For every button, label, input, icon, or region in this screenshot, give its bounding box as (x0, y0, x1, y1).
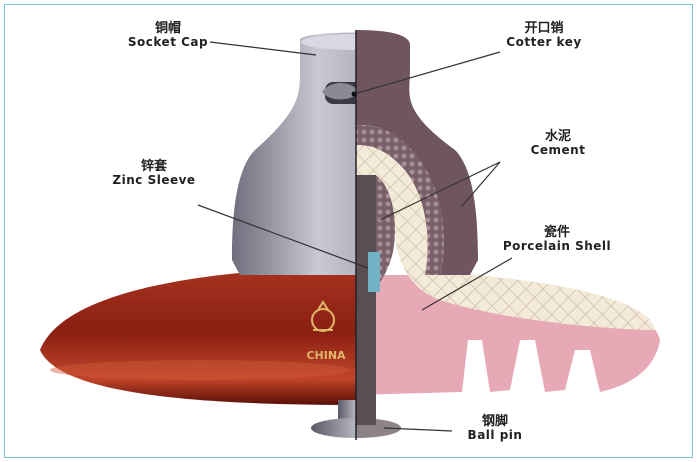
label-cn: 瓷件 (495, 226, 619, 240)
label-en: Cotter key (498, 36, 590, 49)
label-en: Ball pin (455, 429, 535, 442)
label-en: Porcelain Shell (495, 240, 619, 253)
label-cn: 铜帽 (120, 22, 216, 36)
label-cn: 锌套 (104, 160, 204, 174)
label-en: Cement (523, 144, 593, 157)
label-en: Socket Cap (120, 36, 216, 49)
label-cement: 水泥 Cement (523, 130, 593, 157)
logo-text: CHINA (306, 349, 346, 362)
label-cn: 水泥 (523, 130, 593, 144)
label-en: Zinc Sleeve (104, 174, 204, 187)
label-socket-cap: 铜帽 Socket Cap (120, 22, 216, 49)
zinc-sleeve (368, 252, 380, 292)
label-zinc-sleeve: 锌套 Zinc Sleeve (104, 160, 204, 187)
label-cn: 钢脚 (455, 415, 535, 429)
label-cotter-key: 开口销 Cotter key (498, 22, 590, 49)
label-cn: 开口销 (498, 22, 590, 36)
label-porcelain-shell: 瓷件 Porcelain Shell (495, 226, 619, 253)
label-ball-pin: 钢脚 Ball pin (455, 415, 535, 442)
